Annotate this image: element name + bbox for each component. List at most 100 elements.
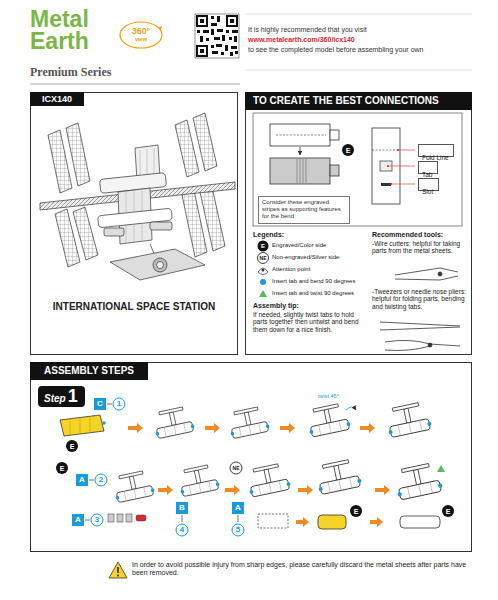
qr-code (197, 30, 200, 33)
qr-code (212, 51, 218, 54)
callout-symbols (95, 474, 107, 486)
connection-figure (397, 149, 399, 151)
twist-note: twist 45° (318, 393, 339, 399)
connection-figure (300, 147, 301, 155)
warning-icon (109, 562, 127, 578)
tool-drawings (395, 268, 458, 275)
step-arrows (298, 485, 313, 495)
step-figures (102, 421, 106, 425)
intro-text: It is highly recommended that you visit (248, 26, 367, 34)
callout-symbols (89, 480, 94, 481)
callout-symbols (182, 515, 183, 522)
step-arrows (375, 485, 390, 495)
view-badge (158, 26, 162, 30)
iss-illustration (193, 113, 217, 171)
tool-drawings (385, 340, 460, 350)
side-mark: E (354, 508, 359, 515)
connection-figure (276, 135, 326, 136)
step-figures (136, 515, 146, 521)
section-heading: Assembly tip: (253, 302, 299, 310)
step-figures (117, 514, 123, 522)
callout-symbols (85, 520, 90, 521)
step-arrows (205, 423, 220, 433)
step-figures (437, 465, 445, 472)
sheet-letter: A (75, 516, 81, 524)
step-figures (60, 415, 104, 436)
step-arrows (158, 485, 173, 495)
callout-symbols (91, 514, 103, 526)
step-figures (314, 458, 363, 495)
side-mark: E (60, 465, 65, 472)
callout-symbols (76, 474, 88, 486)
step-figures (245, 462, 291, 497)
tag-text: Slot (422, 188, 433, 195)
side-mark: NE (233, 466, 240, 471)
qr-code (234, 36, 237, 42)
legend-swatch (260, 279, 266, 285)
connection-figure (270, 158, 330, 184)
qr-code (231, 46, 237, 49)
qr-code (211, 16, 214, 19)
tool-drawings (438, 272, 442, 276)
qr-code (226, 15, 238, 27)
sheet-letter: A (235, 504, 241, 512)
step-arrows (128, 423, 143, 433)
callout-symbols (176, 524, 188, 536)
sheet-letter: B (179, 504, 185, 512)
step-figures (111, 469, 155, 503)
callout-number: 1 (117, 400, 121, 408)
header-rules (245, 14, 472, 15)
step-badge: Step1 (38, 386, 85, 407)
qr-code (195, 14, 239, 58)
sheet-letter: C (97, 400, 103, 408)
legend-text: Non-engraved/Silver side (272, 254, 339, 261)
iss-illustration (104, 228, 124, 236)
callout-symbols (350, 505, 362, 517)
tool-drawings (380, 322, 460, 330)
qr-code (198, 47, 206, 55)
header-rules (30, 14, 472, 84)
qr-code (196, 45, 208, 57)
side-mark: E (70, 443, 75, 450)
callout-number: 4 (180, 526, 184, 534)
part-tag: Tab (418, 161, 438, 174)
step-figures (346, 407, 356, 410)
note-text: Consider these engraved stripes as suppo… (262, 199, 346, 220)
model-panel: ICX140INTERNATIONAL SPACE STATION (30, 92, 238, 355)
qr-code (217, 29, 223, 32)
callout-symbols (107, 404, 112, 405)
callout-symbols (442, 505, 454, 517)
iss-illustration (73, 207, 98, 260)
qr-code (217, 16, 220, 22)
callout-number: 3 (95, 516, 99, 524)
warning-icon (117, 575, 119, 577)
step-figures (176, 463, 220, 497)
step-arrows (360, 423, 375, 433)
qr-code (216, 44, 222, 47)
callout-symbols (72, 514, 84, 526)
legend-text: Attention point (272, 266, 310, 273)
badge-text: view (135, 37, 147, 43)
step-figures (70, 417, 90, 435)
warning-icon (117, 567, 118, 573)
intro-text: to see the completed model before assemb… (248, 46, 424, 54)
iss-illustration (110, 249, 205, 280)
legend-symbols (258, 241, 269, 298)
connection-figure (390, 183, 392, 185)
header-rules (30, 84, 240, 85)
panel-heading: ASSEMBLY STEPS (30, 362, 148, 380)
section-heading: Legends: (253, 231, 284, 239)
part-tag: Fold Line (418, 144, 454, 157)
connection-figure (342, 144, 354, 156)
web-address: www.metalearth.com/360/icx140 (248, 36, 355, 44)
callout-symbols (230, 462, 242, 474)
qr-code (235, 51, 238, 54)
step-figures (384, 401, 433, 438)
step-arrows (280, 423, 295, 433)
part-tag: Slot (418, 178, 439, 191)
step-arrows (225, 485, 240, 495)
connection-figure (253, 113, 462, 226)
callout-symbols (56, 150, 454, 536)
legend-symbols (259, 290, 267, 297)
